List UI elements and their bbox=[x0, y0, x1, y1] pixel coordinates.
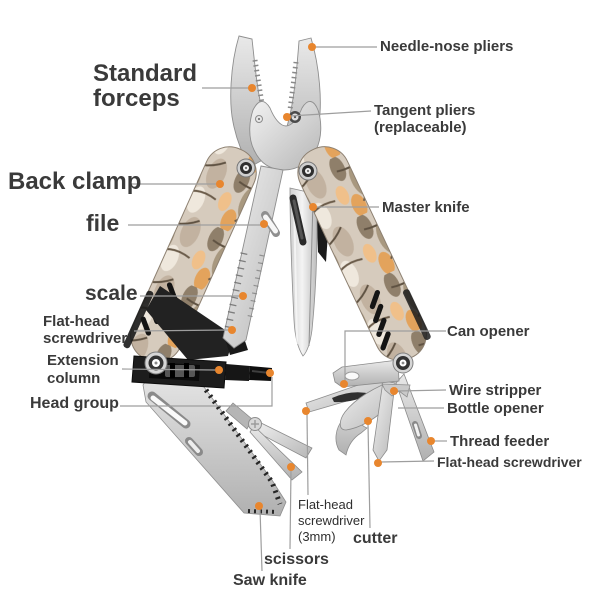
label-line: scissors bbox=[264, 551, 329, 568]
pliers-head bbox=[230, 35, 322, 171]
leader-flat-head-left bbox=[133, 329, 230, 332]
label-file: file bbox=[86, 211, 119, 235]
label-line: Needle-nose pliers bbox=[380, 38, 514, 55]
label-line: Saw knife bbox=[233, 572, 307, 589]
label-master-knife: Master knife bbox=[382, 199, 470, 216]
callout-dots bbox=[215, 43, 435, 510]
label-flat-head-screwdriver-left: Flat-head screwdriver bbox=[43, 313, 127, 347]
label-line: Master knife bbox=[382, 199, 470, 216]
label-line: Flat-head screwdriver bbox=[437, 454, 582, 470]
label-saw-knife: Saw knife bbox=[233, 572, 307, 590]
leader-tangent-pliers bbox=[289, 110, 372, 117]
label-line: Can opener bbox=[447, 323, 530, 340]
label-line: Back clamp bbox=[8, 168, 142, 195]
leader-wire-stripper bbox=[396, 389, 447, 392]
label-back-clamp: Back clamp bbox=[8, 169, 141, 194]
label-cutter: cutter bbox=[353, 530, 397, 548]
label-head-group: Head group bbox=[30, 395, 119, 413]
callout-dot-scissors bbox=[287, 463, 295, 471]
leader-flat-head-right bbox=[380, 460, 435, 463]
label-line: forceps bbox=[93, 85, 180, 112]
label-extension-column: Extension column bbox=[47, 352, 119, 388]
label-line: Flat-head bbox=[43, 313, 110, 330]
callout-dot-back-clamp bbox=[216, 180, 224, 188]
label-line: Bottle opener bbox=[447, 400, 544, 417]
label-line: Head group bbox=[30, 395, 119, 412]
label-bottle-opener: Bottle opener bbox=[447, 400, 544, 417]
leader-flat-head-3mm bbox=[306, 413, 309, 496]
callout-dot-standard-forceps bbox=[248, 84, 256, 92]
callout-dot-flat-head-left bbox=[228, 326, 236, 334]
callout-dot-scale bbox=[239, 292, 247, 300]
label-line: cutter bbox=[353, 530, 398, 547]
can-opener-tool bbox=[332, 359, 400, 388]
label-line: Flat-head bbox=[298, 497, 353, 512]
label-line: Standard bbox=[93, 60, 198, 87]
label-can-opener: Can opener bbox=[447, 323, 530, 340]
saw-blade bbox=[142, 362, 287, 517]
label-line: scale bbox=[85, 282, 138, 305]
label-line: screwdriver bbox=[298, 513, 365, 528]
label-standard-forceps: Standard forceps bbox=[93, 61, 197, 111]
callout-dot-file bbox=[260, 220, 268, 228]
label-line: Tangent pliers bbox=[374, 102, 476, 119]
leader-extension-column bbox=[121, 368, 216, 371]
callout-dot-saw-knife bbox=[255, 502, 263, 510]
label-flat-head-screwdriver-right: Flat-head screwdriver bbox=[437, 454, 582, 470]
label-scissors: scissors bbox=[264, 551, 329, 569]
pivot-screws bbox=[144, 158, 414, 375]
callout-dot-wire-stripper bbox=[390, 387, 398, 395]
callout-dot-needle-nose bbox=[308, 43, 316, 51]
callout-dot-cutter bbox=[364, 417, 372, 425]
label-line: screwdriver bbox=[43, 330, 128, 347]
label-line: column bbox=[47, 370, 101, 387]
label-thread-feeder: Thread feeder bbox=[450, 433, 549, 450]
label-line: (replaceable) bbox=[374, 119, 467, 136]
callout-dot-thread-feeder bbox=[427, 437, 435, 445]
label-needle-nose-pliers: Needle-nose pliers bbox=[380, 38, 513, 55]
leader-cutter bbox=[367, 423, 371, 529]
handle-frame-wedge bbox=[146, 286, 234, 360]
file-scale-blade bbox=[222, 165, 284, 349]
leader-can-opener bbox=[344, 330, 446, 381]
label-scale: scale bbox=[85, 283, 138, 305]
callout-dot-head-group bbox=[266, 369, 274, 377]
leader-lines bbox=[120, 46, 447, 572]
label-line: Thread feeder bbox=[450, 433, 550, 450]
leader-saw-knife bbox=[259, 508, 263, 572]
callout-dot-extension-column bbox=[215, 366, 223, 374]
label-line: Extension bbox=[47, 352, 119, 369]
callout-dot-master-knife bbox=[309, 203, 317, 211]
callout-dot-can-opener bbox=[340, 380, 348, 388]
right-handle bbox=[297, 146, 431, 361]
label-line: file bbox=[86, 210, 120, 236]
callout-dot-flat-head-3mm bbox=[302, 407, 310, 415]
label-line: (3mm) bbox=[298, 529, 336, 544]
label-wire-stripper: Wire stripper bbox=[449, 382, 541, 399]
label-tangent-pliers: Tangent pliers (replaceable) bbox=[374, 102, 475, 136]
leader-head-group bbox=[120, 377, 273, 407]
callout-dot-flat-head-right bbox=[374, 459, 382, 467]
leader-scissors bbox=[289, 469, 292, 550]
label-flat-head-screwdriver-3mm: Flat-head screwdriver (3mm) bbox=[298, 497, 364, 545]
callout-dot-tangent-pliers bbox=[283, 113, 291, 121]
label-line: Wire stripper bbox=[449, 382, 542, 399]
